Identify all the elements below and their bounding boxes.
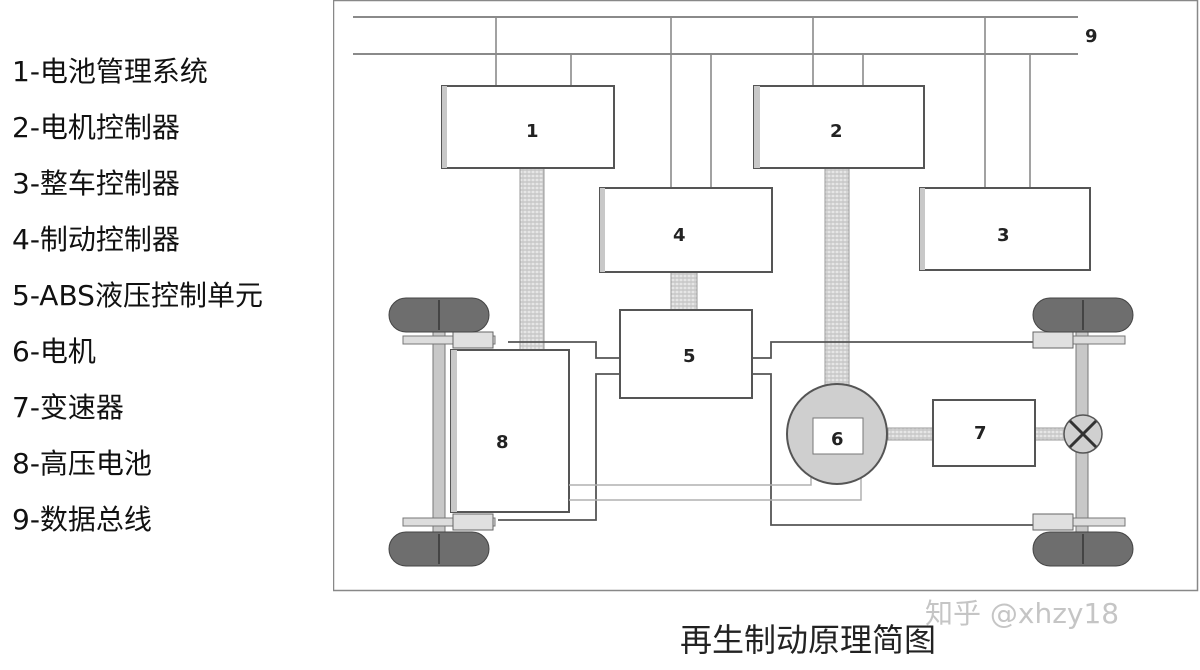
- legend-item-5: 5-ABS液压控制单元: [12, 279, 263, 312]
- legend-item-3: 3-整车控制器: [12, 167, 180, 200]
- battery-management-box: [441, 85, 615, 169]
- legend-item-6: 6-电机: [12, 335, 96, 368]
- brake-controller-box: [599, 187, 773, 273]
- motor: 6: [786, 383, 888, 485]
- harness-4-5: [670, 271, 698, 311]
- legend-item-9: 9-数据总线: [12, 503, 152, 536]
- harness-2-6: [824, 167, 850, 401]
- diagram-caption: 再生制动原理简图: [680, 621, 937, 659]
- bus-label: 9: [1085, 26, 1098, 47]
- front-axle: [402, 311, 496, 543]
- box-5-label: 5: [683, 346, 696, 367]
- rear-right-wheel: [1032, 531, 1134, 567]
- vehicle-controller-box: [919, 187, 1091, 271]
- regenerative-braking-diagram: 9 1 2 4 3 5: [333, 0, 1199, 592]
- box-1-label: 1: [526, 121, 539, 142]
- abs-hydraulic-unit-box: [619, 309, 753, 399]
- legend-item-7: 7-变速器: [12, 391, 124, 424]
- watermark: 知乎 @xhzy18: [925, 597, 1120, 630]
- data-bus: [353, 16, 1078, 55]
- box-6-label: 6: [831, 429, 844, 450]
- box-2-label: 2: [830, 121, 843, 142]
- front-left-wheel: [388, 297, 490, 333]
- legend-item-4: 4-制动控制器: [12, 223, 180, 256]
- rear-left-wheel: [388, 531, 490, 567]
- legend-item-1: 1-电池管理系统: [12, 55, 208, 88]
- box-7-label: 7: [974, 423, 987, 444]
- box-8-label: 8: [496, 432, 509, 453]
- legend-item-2: 2-电机控制器: [12, 111, 180, 144]
- harness-1-8: [519, 167, 545, 351]
- legend-item-8: 8-高压电池: [12, 447, 152, 480]
- hydraulic-lines: [498, 341, 1038, 526]
- motor-shaft: [887, 427, 934, 441]
- bus-connections: [495, 17, 1031, 188]
- box-4-label: 4: [673, 225, 686, 246]
- component-legend: 1-电池管理系统 2-电机控制器 3-整车控制器 4-制动控制器 5-ABS液压…: [12, 44, 332, 548]
- differential: [1063, 414, 1103, 454]
- front-right-wheel: [1032, 297, 1134, 333]
- transmission-box: [932, 399, 1036, 467]
- box-3-label: 3: [997, 225, 1010, 246]
- high-voltage-battery-box: [450, 349, 570, 513]
